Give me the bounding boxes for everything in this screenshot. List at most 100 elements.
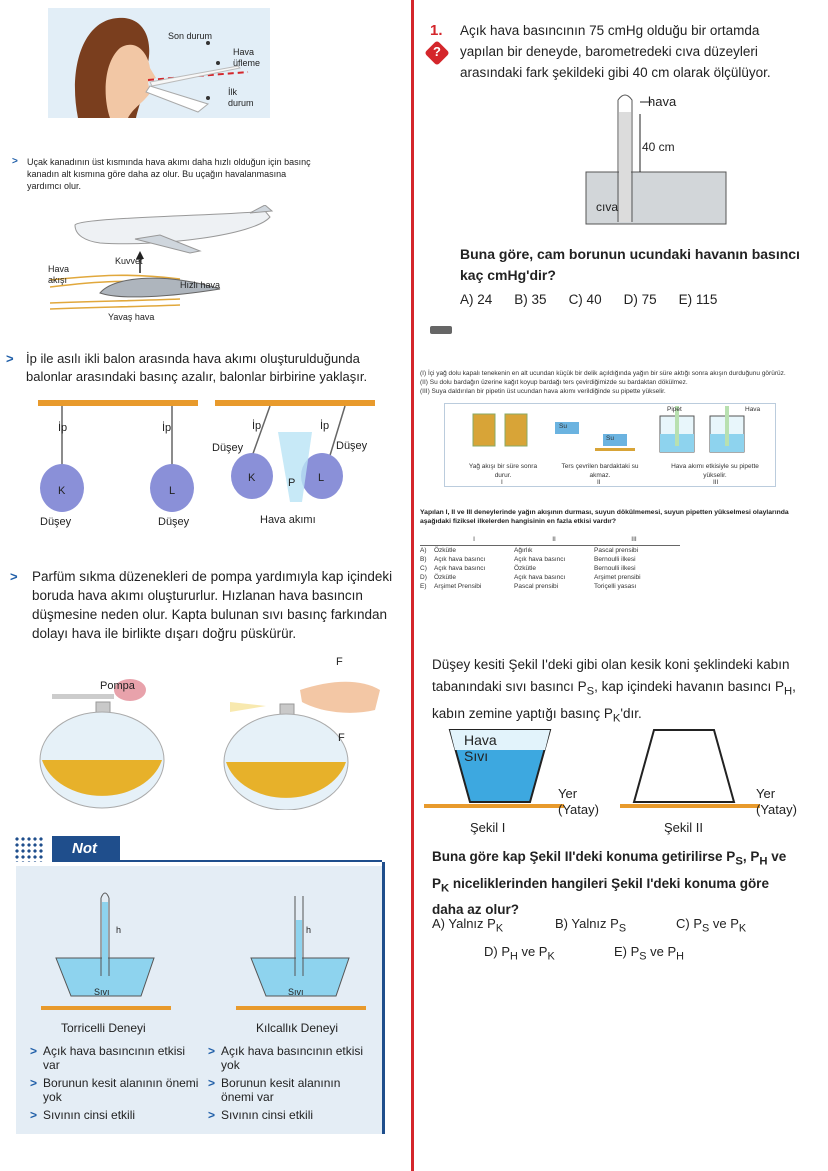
option-a[interactable]: A) 24 [460, 292, 493, 307]
option-d[interactable]: D) PH ve PK [484, 944, 555, 963]
not-title: Not [72, 840, 97, 857]
ufleme-label: üfleme [233, 58, 261, 68]
blowing-paper-figure: Son durum Hava üfleme İlk durum [48, 8, 270, 119]
kilcal-title: Kılcallık Deneyi [256, 1021, 339, 1035]
option-b[interactable]: B) Yalnız PS [555, 916, 627, 935]
torricelli-item: Sıvının cinsi etkili [43, 1108, 136, 1122]
table-cell: Açık hava basıncı [514, 574, 566, 581]
kilcal-item: Açık hava basıncının etkisi yok [221, 1044, 364, 1072]
statement: (I) İçi yağ dolu kapalı tenekenin en alt… [420, 370, 786, 377]
q2-statements: (I) İçi yağ dolu kapalı tenekenin en alt… [420, 369, 815, 396]
not-sivi-label: Sıvı [94, 987, 110, 997]
table-cell: E) [420, 583, 427, 590]
table-row[interactable]: B) Açık hava basıncı Açık hava basıncı B… [420, 555, 680, 564]
list-item: >Açık hava basıncının etkisi yok [208, 1044, 373, 1072]
yavas-hava-label: Yavaş hava [108, 312, 155, 322]
table-cell: C) [420, 565, 427, 572]
roman-i: I [501, 479, 503, 486]
not-header-rule [120, 860, 382, 862]
roman-iii: III [713, 479, 719, 486]
dusey-label: Düşey [336, 440, 368, 452]
bullet-arrow-icon: > [208, 1076, 216, 1090]
pompa-label: Pompa [100, 680, 135, 692]
option-b[interactable]: B) 35 [514, 292, 547, 307]
table-cell: Toriçelli yasası [594, 583, 637, 590]
option-label: D) P [484, 944, 510, 959]
perfume-sprayer-illustration [39, 679, 380, 811]
table-row[interactable]: D) Özkütle Açık hava basıncı Arşimet pre… [420, 573, 680, 582]
wing-paragraph: Uçak kanadının üst kısmında hava akımı d… [27, 157, 311, 191]
sekil2-label: Şekil II [664, 820, 704, 835]
table-cell: D) [420, 574, 427, 581]
table-cell: Özkütle [434, 574, 457, 581]
su-label: Su [606, 435, 614, 442]
list-item: > Borunun kesit alanının önemi var [208, 1076, 373, 1104]
option-c[interactable]: C) 40 [568, 292, 602, 307]
statement: (III) Suya daldırılan bir pipetin üst uc… [420, 388, 666, 395]
force-f-label: F [336, 656, 343, 668]
balloon-illustration [38, 400, 375, 512]
q2-illustration [472, 406, 745, 453]
ip-label: İp [58, 422, 68, 434]
list-item: > Sıvının cinsi etkili [30, 1108, 200, 1122]
roman-ii: II [597, 479, 601, 486]
caption-ii: Ters çevrilen bardaktaki su akmaz. [561, 463, 639, 479]
option-c[interactable]: C) PS ve PK [676, 916, 747, 935]
kilcal-item: Sıvının cinsi etkili [221, 1108, 314, 1122]
bullet-arrow-icon: > [10, 569, 18, 584]
bullet-arrow-icon: > [6, 351, 14, 366]
balloon-k-label: K [58, 485, 66, 497]
airplane-figure: Kuvvet Hava akışı Hızlı hava Yavaş hava [40, 204, 280, 330]
ip-label: İp [320, 420, 330, 432]
table-cell: Arşimet prensibi [594, 574, 641, 581]
pressure-p-label: P [288, 477, 296, 489]
dusey-label: Düşey [212, 442, 244, 454]
not-dots-icon [14, 836, 44, 862]
question-icon-mark: ? [433, 44, 441, 59]
hizli-hava-label: Hızlı hava [180, 280, 221, 290]
table-cell: Ağırlık [514, 547, 533, 554]
perfume-figure: Pompa F F [30, 650, 390, 811]
hava-label: Hava [464, 732, 497, 748]
table-row[interactable]: C) Açık hava basıncı Özkütle Bernoulli i… [420, 564, 680, 573]
table-cell: Özkütle [434, 547, 457, 554]
table-row[interactable]: A) Özkütle Ağırlık Pascal prensibi [420, 546, 680, 555]
q3-text: Düşey kesiti Şekil I'deki gibi olan kesi… [432, 657, 796, 725]
table-cell: A) [420, 547, 427, 554]
q1-options: A) 24 B) 35 C) 40 D) 75 E) 115 [460, 292, 800, 307]
sivi-label: Sıvı [464, 748, 489, 764]
bullet-arrow-icon: > [30, 1108, 38, 1122]
list-item: >Açık hava basıncının etkisi var [30, 1044, 200, 1072]
q3-question: Buna göre kap Şekil II'deki konuma getir… [432, 849, 787, 918]
torricelli-item: Açık hava basıncının etkisi var [43, 1044, 186, 1072]
option-label: B) Yalnız P [555, 916, 619, 931]
table-row[interactable]: E) Arşimet Prensibi Pascal prensibi Tori… [420, 582, 680, 591]
yatay-label: (Yatay) [558, 802, 599, 817]
torricelli-title: Torricelli Deneyi [61, 1021, 146, 1035]
not-h-label: h [116, 925, 122, 935]
hava-label: Hava [745, 406, 761, 413]
bullet-arrow-icon: > [12, 156, 18, 167]
kilcal-item: Borunun kesit alanının önemi var [221, 1076, 341, 1104]
q2-marker-icon [430, 326, 452, 334]
table-cell: Bernoulli ilkesi [594, 556, 636, 563]
option-e[interactable]: E) 115 [678, 292, 718, 307]
not-header [52, 836, 120, 862]
table-cell: Özkütle [514, 565, 537, 572]
hava-akisi-label-2: akışı [48, 275, 68, 285]
hava-akisi-label-1: Hava [48, 264, 70, 274]
table-cell: Açık hava basıncı [434, 565, 486, 572]
balloon-k-label: K [248, 472, 256, 484]
table-cell: B) [420, 556, 427, 563]
barometer-figure: hava 40 cm cıva [582, 92, 732, 227]
list-item: >Sıvının cinsi etkili [208, 1108, 373, 1122]
option-d[interactable]: D) 75 [623, 292, 657, 307]
option-label: C) P [676, 916, 702, 931]
table-header: I II III [420, 535, 680, 546]
option-e[interactable]: E) PS ve PH [614, 944, 684, 963]
table-cell: Arşimet Prensibi [434, 583, 482, 590]
question-number: 1. [430, 22, 443, 39]
column-header: I [473, 536, 475, 543]
option-a[interactable]: A) Yalnız PK [432, 916, 504, 935]
blowing-paper-illustration [74, 17, 249, 119]
